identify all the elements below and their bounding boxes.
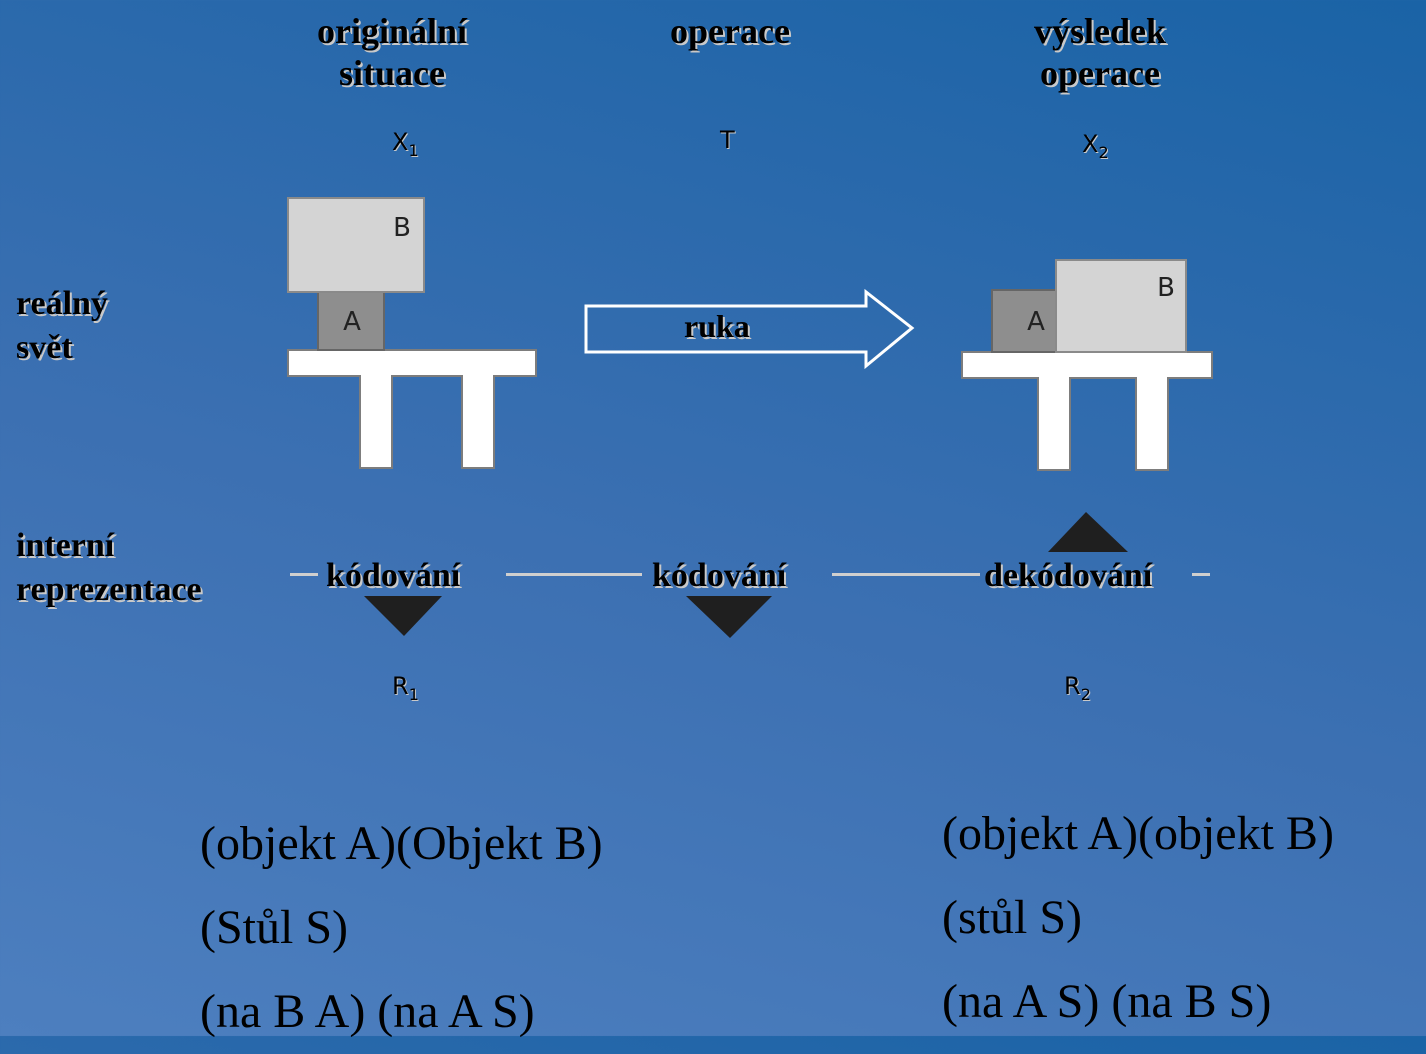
- symbol-t: T: [720, 126, 735, 154]
- formula-left-line: (Stůl S): [200, 901, 349, 954]
- formula-left-line: (na B A) (na A S): [200, 985, 535, 1038]
- coding-line-4: [1192, 573, 1210, 576]
- formula-list-right: (objekt A)(objekt B) (stůl S) (na A S) (…: [942, 792, 1334, 1044]
- arrow-label-hand: ruka: [684, 308, 750, 344]
- formula-right-line: (objekt A)(objekt B): [942, 807, 1334, 860]
- symbol-r2: R2: [1064, 672, 1091, 704]
- label-real-world: reálný svět: [16, 285, 108, 366]
- symbol-x1: X1: [392, 128, 419, 160]
- formula-list-left: (objekt A)(Objekt B) (Stůl S) (na B A) (…: [200, 802, 603, 1054]
- block-a-left: A: [317, 291, 385, 351]
- label-internal-representation: interní reprezentace: [16, 527, 202, 608]
- arrow-hand: [584, 288, 915, 370]
- formula-right-line: (na A S) (na B S): [942, 975, 1272, 1028]
- block-b-right: B: [1055, 259, 1187, 353]
- coding-line-2: [506, 573, 642, 576]
- symbol-r1: R1: [392, 672, 419, 704]
- header-operation-result: výsledek operace: [1033, 11, 1166, 93]
- decoding-arrow-right: [1048, 512, 1128, 552]
- coding-line-3: [832, 573, 980, 576]
- svg-text:B: B: [1157, 273, 1175, 303]
- table-left: [287, 349, 537, 469]
- header-original-situation: originální situace: [316, 11, 468, 93]
- coding-arrow-left: [364, 596, 442, 636]
- table-right: [961, 351, 1213, 471]
- block-a-right: A: [991, 289, 1057, 353]
- svg-text:B: B: [393, 213, 411, 243]
- formula-left-line: (objekt A)(Objekt B): [200, 817, 603, 870]
- header-operation: operace: [670, 11, 790, 51]
- svg-text:A: A: [1027, 307, 1045, 337]
- block-b-left: B: [287, 197, 425, 293]
- formula-right-line: (stůl S): [942, 891, 1083, 944]
- coding-arrow-middle: [686, 596, 772, 638]
- symbol-x2: X2: [1082, 130, 1109, 162]
- decoding-label-right: dekódování: [984, 557, 1153, 594]
- coding-label-middle: kódování: [652, 557, 787, 594]
- coding-line-1: [290, 573, 318, 576]
- svg-text:A: A: [343, 307, 361, 337]
- coding-label-left: kódování: [326, 557, 461, 594]
